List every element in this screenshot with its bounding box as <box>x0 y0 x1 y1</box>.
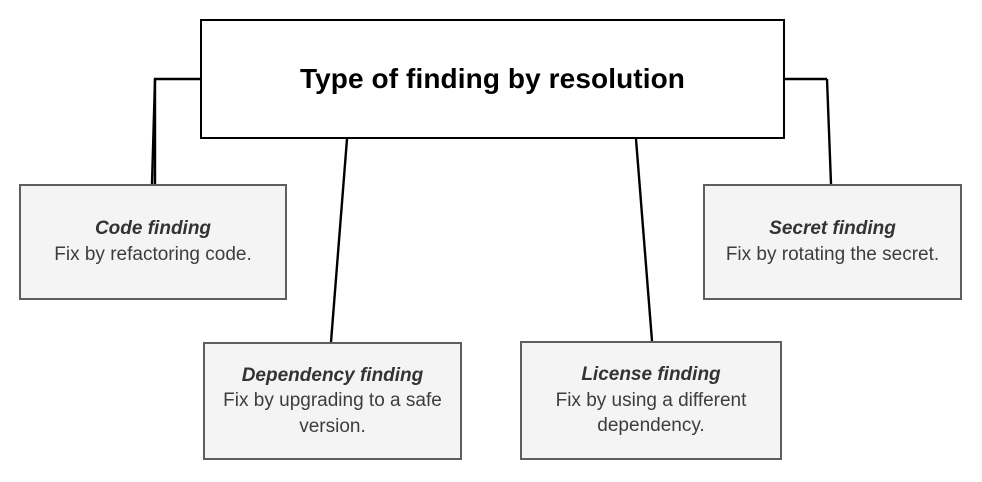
connector-root-to-code-finding-leg <box>150 78 157 185</box>
connector-root-to-secret-finding-leg <box>825 78 833 185</box>
node-dependency-finding: Dependency finding Fix by upgrading to a… <box>203 342 462 460</box>
node-secret-finding: Secret finding Fix by rotating the secre… <box>703 184 962 300</box>
node-license-finding: License finding Fix by using a different… <box>520 341 782 460</box>
node-license-finding-title: License finding <box>581 364 721 386</box>
node-secret-finding-title: Secret finding <box>769 218 896 240</box>
node-code-finding-description: Fix by refactoring code. <box>54 244 252 265</box>
node-dependency-finding-title: Dependency finding <box>241 364 424 386</box>
root-node-title: Type of finding by resolution <box>299 63 686 95</box>
node-license-finding-description: Fix by using a different dependency. <box>555 389 747 437</box>
connector-root-to-license-finding <box>634 138 654 342</box>
connector-root-to-dependency-finding <box>329 138 349 343</box>
node-code-finding: Code finding Fix by refactoring code. <box>19 184 287 300</box>
node-code-finding-title: Code finding <box>94 218 212 240</box>
connector-root-to-code-finding <box>153 77 200 184</box>
node-secret-finding-description: Fix by rotating the secret. <box>725 244 940 265</box>
node-dependency-finding-description: Fix by upgrading to a safe version. <box>223 390 442 437</box>
root-node-type-of-finding-by-resolution: Type of finding by resolution <box>200 19 785 139</box>
